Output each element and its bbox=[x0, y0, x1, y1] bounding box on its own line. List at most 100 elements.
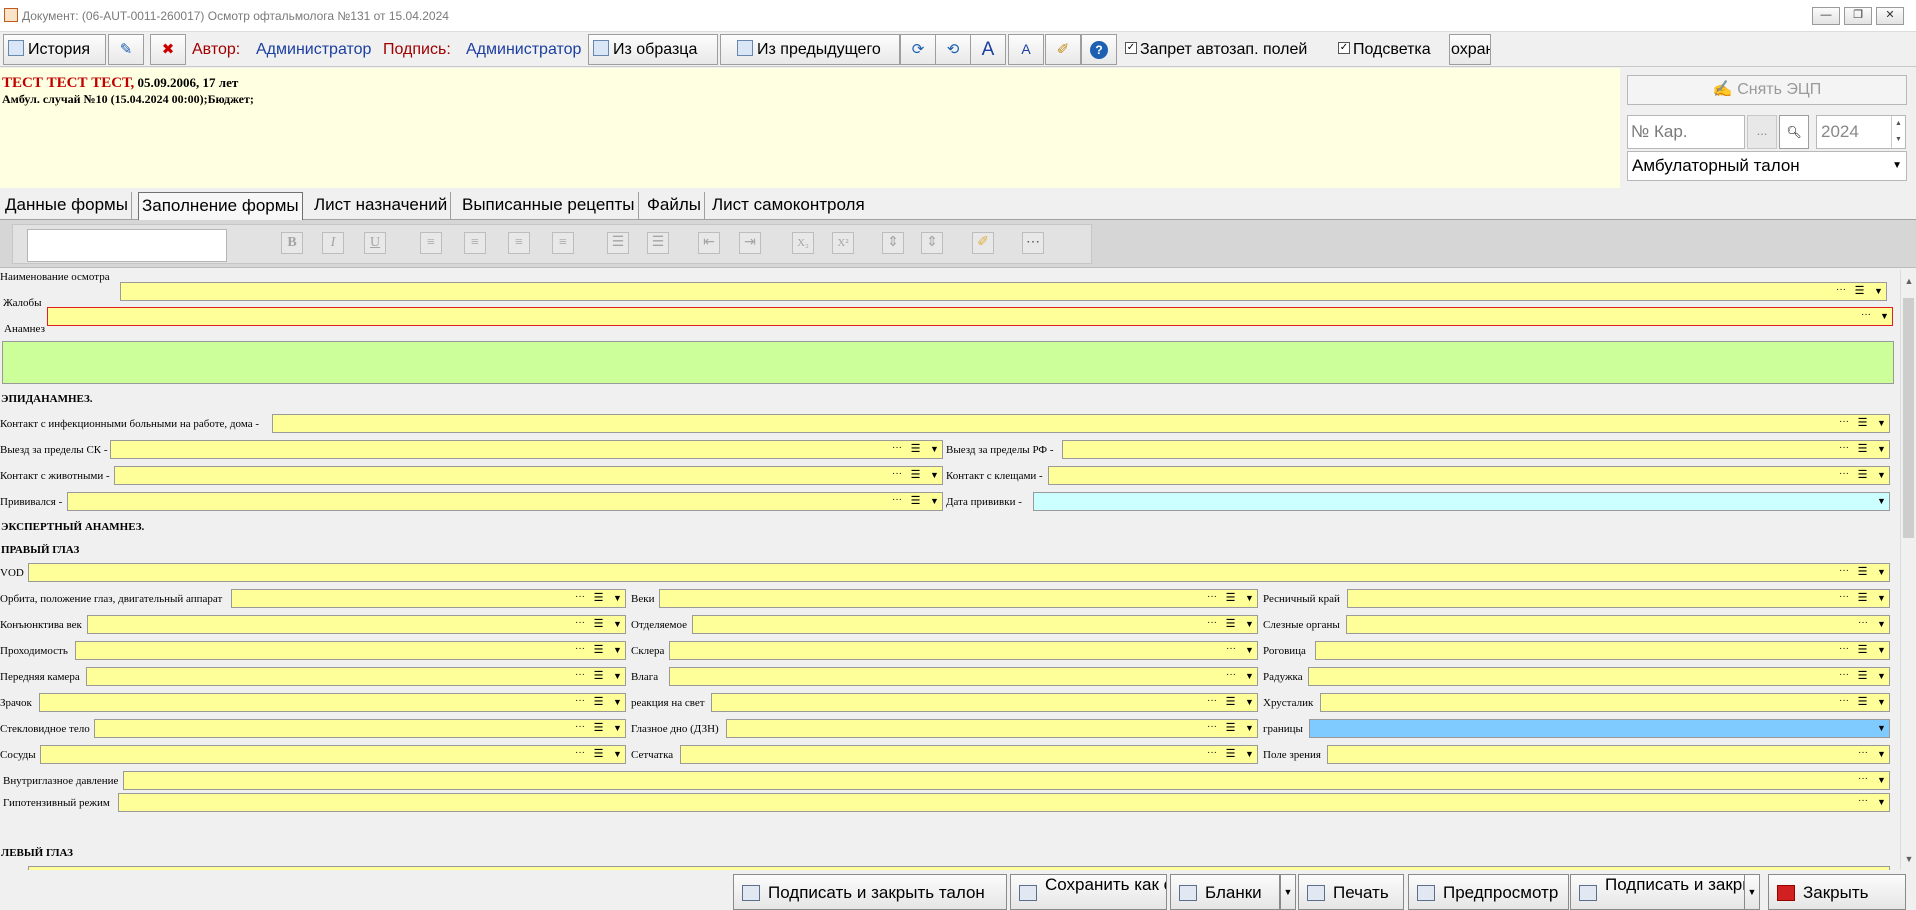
author-value[interactable]: Администратор bbox=[256, 41, 372, 58]
list-icon[interactable]: ☰ bbox=[593, 670, 604, 682]
list-icon[interactable]: ☰ bbox=[910, 469, 921, 481]
contact-infect-field[interactable]: ···☰▼ bbox=[272, 414, 1890, 433]
align-left-icon[interactable]: ≡ bbox=[420, 232, 442, 254]
chevron-down-icon[interactable]: ▼ bbox=[1880, 311, 1889, 321]
close-window-button[interactable]: ✕ bbox=[1876, 7, 1904, 25]
more-options-icon[interactable]: ··· bbox=[1207, 747, 1217, 758]
chevron-down-icon[interactable]: ▼ bbox=[613, 723, 622, 733]
conj-eyelids-field[interactable]: ··· ☰ ▼ bbox=[87, 615, 626, 634]
sign-close-dropdown-button[interactable]: ▼ bbox=[1744, 874, 1760, 910]
orbit-field[interactable]: ···☰▼ bbox=[231, 589, 626, 608]
more-options-icon[interactable]: ··· bbox=[892, 494, 902, 505]
from-sample-button[interactable]: Из образца bbox=[588, 34, 718, 65]
tear-organs-field[interactable]: ···▼ bbox=[1346, 615, 1890, 634]
card-search-button[interactable]: 🔍︎ bbox=[1779, 115, 1809, 149]
more-options-icon[interactable]: ··· bbox=[1839, 591, 1849, 602]
lash-edge-field[interactable]: ···☰▼ bbox=[1347, 589, 1890, 608]
save-button[interactable]: охран bbox=[1449, 34, 1491, 65]
numbered-list-icon[interactable]: ☰ bbox=[647, 232, 669, 254]
indent-icon[interactable]: ⇥ bbox=[739, 232, 761, 254]
chevron-down-icon[interactable]: ▼ bbox=[613, 645, 622, 655]
list-icon[interactable]: ☰ bbox=[1857, 644, 1868, 656]
help-button[interactable]: ? bbox=[1081, 34, 1117, 65]
more-options-icon[interactable]: ··· bbox=[892, 442, 902, 453]
refresh-button[interactable]: ⟳ bbox=[900, 34, 936, 65]
card-number-input[interactable]: № Кар. bbox=[1627, 115, 1745, 149]
more-options-icon[interactable]: ··· bbox=[1839, 468, 1849, 479]
chevron-down-icon[interactable]: ▼ bbox=[1877, 444, 1886, 454]
vaccinated-field[interactable]: ···☰▼ bbox=[67, 492, 943, 511]
list-icon[interactable]: ☰ bbox=[1225, 696, 1236, 708]
list-icon[interactable]: ☰ bbox=[1857, 592, 1868, 604]
list-icon[interactable]: ☰ bbox=[593, 748, 604, 760]
vertical-scrollbar[interactable]: ▲ ▼ bbox=[1900, 270, 1916, 870]
italic-button[interactable]: I bbox=[322, 232, 344, 254]
chevron-down-icon[interactable]: ▼ bbox=[1877, 797, 1886, 807]
chevron-down-icon[interactable]: ▼ bbox=[1245, 593, 1254, 603]
sign-value[interactable]: Администратор bbox=[466, 41, 582, 58]
list-icon[interactable]: ☰ bbox=[593, 644, 604, 656]
font-increase-button[interactable]: A bbox=[970, 34, 1006, 65]
sclera-field[interactable]: ···▼ bbox=[669, 641, 1258, 660]
fundus-field[interactable]: ···☰▼ bbox=[726, 719, 1258, 738]
sync-button[interactable]: ⟲ bbox=[935, 34, 971, 65]
minimize-button[interactable]: — bbox=[1812, 7, 1840, 25]
align-center-icon[interactable]: ≡ bbox=[464, 232, 486, 254]
more-options-icon[interactable]: ··· bbox=[575, 721, 585, 732]
chevron-down-icon[interactable]: ▼ bbox=[1245, 671, 1254, 681]
remove-ecp-button[interactable]: ✍ Снять ЭЦП bbox=[1627, 75, 1907, 105]
more-options-icon[interactable]: ··· bbox=[1207, 695, 1217, 706]
list-icon[interactable]: ☰ bbox=[1857, 469, 1868, 481]
more-options-icon[interactable]: ··· bbox=[1226, 643, 1236, 654]
chevron-down-icon[interactable]: ▼ bbox=[1877, 671, 1886, 681]
list-icon[interactable]: ☰ bbox=[593, 618, 604, 630]
list-icon[interactable]: ☰ bbox=[1854, 285, 1865, 297]
anamnesis-field[interactable] bbox=[2, 341, 1894, 384]
autofill-ban-checkbox[interactable]: ✓ bbox=[1125, 42, 1137, 54]
chevron-down-icon[interactable]: ▼ bbox=[613, 671, 622, 681]
tab-prescriptions-list[interactable]: Лист назначений bbox=[311, 192, 452, 220]
complaints-field[interactable]: ···▼ bbox=[47, 307, 1893, 326]
more-options-icon[interactable]: ··· bbox=[1226, 669, 1236, 680]
forms-button[interactable]: Бланки bbox=[1170, 874, 1280, 910]
list-icon[interactable]: ☰ bbox=[1857, 696, 1868, 708]
close-button[interactable]: Закрыть bbox=[1768, 874, 1906, 910]
more-options-icon[interactable]: ··· bbox=[1839, 565, 1849, 576]
sign-document-button[interactable]: ✎ bbox=[108, 34, 144, 65]
anterior-chamber-field[interactable]: ···☰▼ bbox=[86, 667, 626, 686]
card-browse-button[interactable]: ... bbox=[1747, 115, 1777, 149]
list-icon[interactable]: ☰ bbox=[1857, 566, 1868, 578]
lens-field[interactable]: ···☰▼ bbox=[1320, 693, 1890, 712]
contact-animals-field[interactable]: ···☰▼ bbox=[114, 466, 943, 485]
more-options-icon[interactable]: ··· bbox=[1858, 795, 1868, 806]
spacing-after-icon[interactable]: ⇕ bbox=[921, 232, 943, 254]
travel-sk-field[interactable]: ···☰▼ bbox=[110, 440, 943, 459]
chevron-down-icon[interactable]: ▼ bbox=[1877, 697, 1886, 707]
clear-button[interactable]: ✐ bbox=[1045, 34, 1081, 65]
more-options-icon[interactable]: ··· bbox=[575, 617, 585, 628]
chevron-down-icon[interactable]: ▼ bbox=[613, 619, 622, 629]
vessels-field[interactable]: ···☰▼ bbox=[40, 745, 626, 764]
history-button[interactable]: История bbox=[3, 34, 106, 65]
chevron-down-icon[interactable]: ▼ bbox=[1877, 645, 1886, 655]
scroll-down-icon[interactable]: ▼ bbox=[1904, 854, 1914, 864]
highlight-checkbox[interactable]: ✓ bbox=[1338, 42, 1350, 54]
chevron-down-icon[interactable]: ▼ bbox=[1877, 619, 1886, 629]
vitreous-field[interactable]: ···☰▼ bbox=[94, 719, 626, 738]
superscript-button[interactable]: X² bbox=[832, 232, 854, 254]
scroll-thumb[interactable] bbox=[1903, 298, 1914, 538]
save-as-sample-button[interactable]: Сохранить как образец bbox=[1010, 874, 1167, 910]
retina-field[interactable]: ···☰▼ bbox=[680, 745, 1258, 764]
chevron-down-icon[interactable]: ▼ bbox=[1877, 775, 1886, 785]
iris-field[interactable]: ···☰▼ bbox=[1308, 667, 1890, 686]
more-options-icon[interactable]: ··· bbox=[1207, 617, 1217, 628]
chevron-down-icon[interactable]: ▼ bbox=[1877, 749, 1886, 759]
sign-close-ticket-button[interactable]: Подписать и закрыть талон bbox=[733, 874, 1007, 910]
travel-rf-field[interactable]: ···☰▼ bbox=[1062, 440, 1890, 459]
tab-recipes[interactable]: Выписанные рецепты bbox=[459, 192, 639, 220]
more-options-icon[interactable]: ··· bbox=[1858, 773, 1868, 784]
forms-dropdown-button[interactable]: ▼ bbox=[1280, 874, 1296, 910]
more-options-icon[interactable]: ··· bbox=[1207, 721, 1217, 732]
more-options-icon[interactable]: ··· bbox=[1839, 416, 1849, 427]
tab-form-data[interactable]: Данные формы bbox=[2, 192, 132, 220]
